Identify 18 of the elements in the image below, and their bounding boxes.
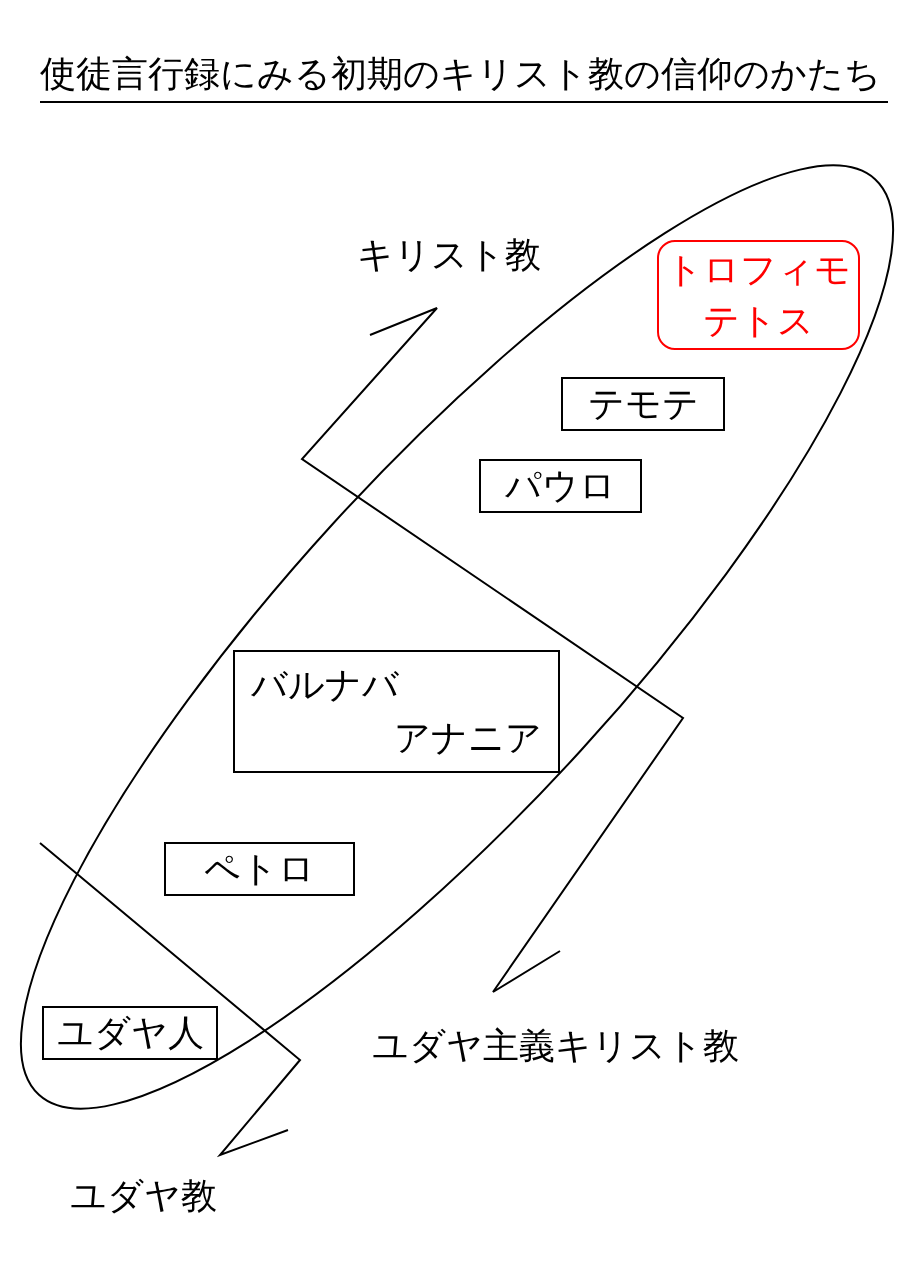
region-label: ユダヤ主義キリスト教 bbox=[372, 1024, 739, 1068]
name-box bbox=[42, 1006, 218, 1060]
name-label: バルナバ bbox=[251, 662, 399, 707]
title: 使徒言行録にみる初期のキリスト教の信仰のかたち bbox=[40, 52, 881, 96]
name-box bbox=[479, 459, 642, 513]
name-box bbox=[561, 377, 725, 431]
name-box bbox=[233, 650, 560, 773]
region-label: キリスト教 bbox=[357, 233, 541, 277]
name-label: テモテ bbox=[587, 382, 699, 426]
region-label: ユダヤ教 bbox=[70, 1174, 217, 1218]
name-label: ペトロ bbox=[204, 847, 315, 891]
name-label: トロフィモ bbox=[666, 247, 851, 292]
name-label: アナニア bbox=[394, 716, 542, 761]
name-box bbox=[164, 842, 355, 896]
name-label: ユダヤ人 bbox=[56, 1011, 204, 1055]
group-ellipse bbox=[21, 165, 893, 1109]
name-label: テトス bbox=[703, 298, 814, 343]
name-label: パウロ bbox=[505, 464, 616, 508]
